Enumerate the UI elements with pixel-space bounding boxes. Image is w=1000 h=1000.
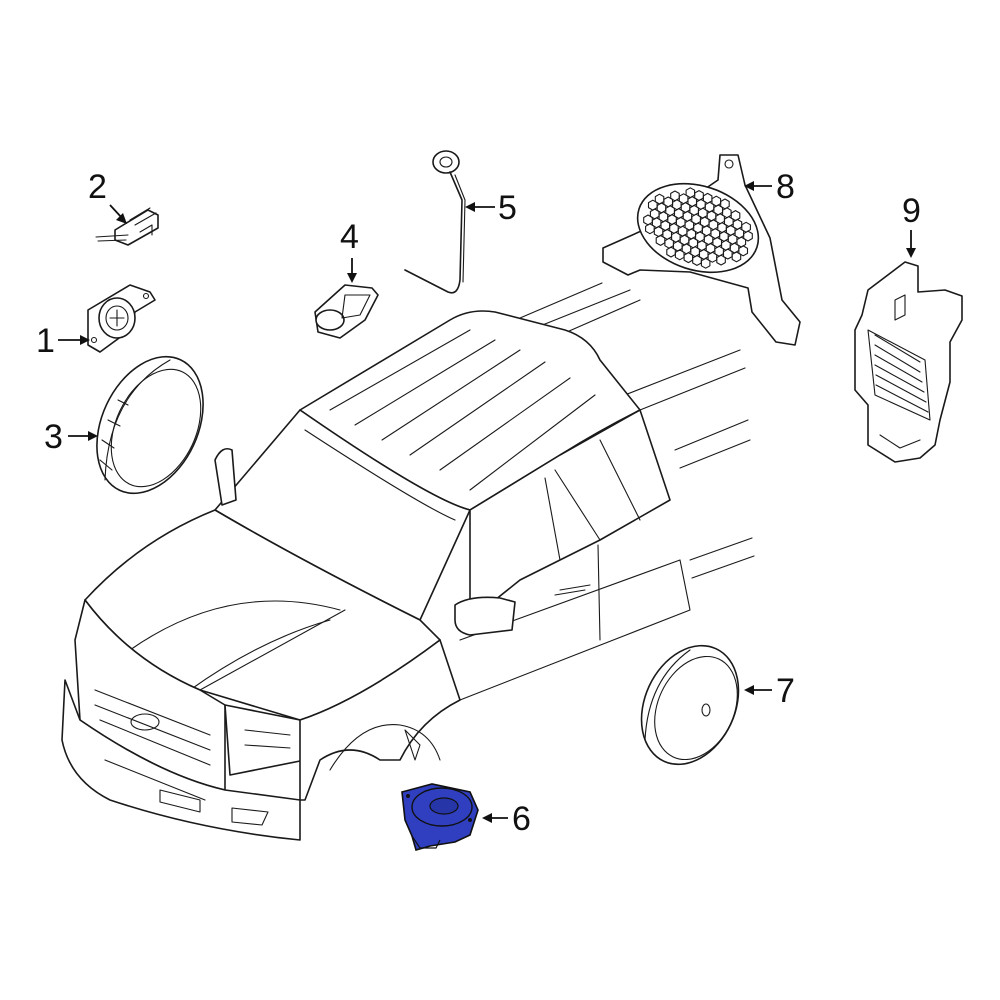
grille-cell bbox=[674, 249, 685, 261]
callout-7: 7 bbox=[776, 672, 795, 710]
grille-cell bbox=[731, 251, 742, 263]
callout-9: 9 bbox=[902, 192, 921, 230]
part-5-antenna-cable[interactable] bbox=[404, 150, 466, 294]
part-4-tweeter-housing[interactable] bbox=[314, 284, 379, 339]
callout-labels: 1 2 3 4 5 6 7 8 9 bbox=[36, 168, 921, 838]
callout-1: 1 bbox=[36, 322, 55, 360]
callout-5: 5 bbox=[498, 189, 517, 227]
grille-cell bbox=[716, 254, 726, 266]
part-6-speaker-highlighted[interactable] bbox=[401, 783, 479, 851]
part-9-amplifier[interactable] bbox=[854, 261, 963, 463]
grille-cell bbox=[645, 223, 655, 235]
part-8-subwoofer-enclosure[interactable] bbox=[602, 154, 801, 346]
grille-cell bbox=[683, 252, 694, 264]
part-1-tweeter[interactable] bbox=[87, 284, 156, 353]
grille-cell bbox=[743, 230, 753, 242]
callout-6: 6 bbox=[512, 800, 531, 838]
callout-4: 4 bbox=[340, 218, 359, 256]
callout-3: 3 bbox=[44, 418, 63, 456]
part-7-speaker[interactable] bbox=[623, 630, 757, 780]
pickup-truck-illustration bbox=[61, 282, 755, 841]
part-2-connector[interactable] bbox=[95, 207, 159, 246]
grille-cell bbox=[666, 246, 676, 258]
callout-leaders bbox=[58, 181, 916, 823]
callout-2: 2 bbox=[88, 168, 107, 206]
grille-cell bbox=[655, 234, 666, 246]
grille-cell bbox=[700, 257, 711, 269]
part-3-door-speaker[interactable] bbox=[76, 339, 224, 510]
grille-cell bbox=[738, 245, 749, 257]
grille-cell bbox=[707, 251, 718, 263]
callout-8: 8 bbox=[776, 168, 795, 206]
grille-cell bbox=[722, 248, 733, 260]
grille-cell bbox=[692, 254, 702, 266]
